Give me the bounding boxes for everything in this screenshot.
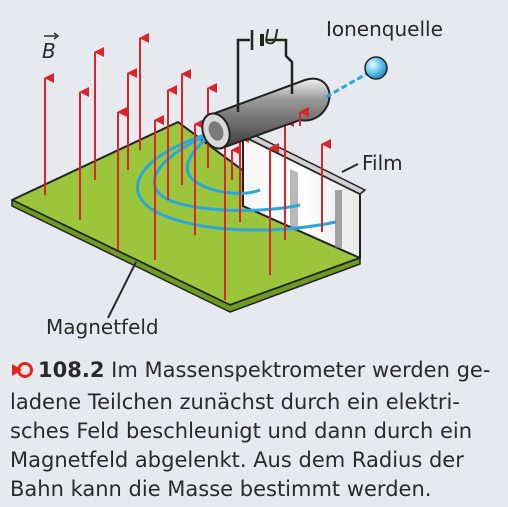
magnetfeld-leader-line	[107, 261, 137, 319]
figure-number: 108.2	[38, 358, 105, 382]
figure-caption: 108.2 Im Massenspektrometer werden ge- l…	[10, 356, 504, 504]
ion-source-label: Ionenquelle	[326, 17, 443, 41]
magnetic-field-lines-front	[231, 107, 309, 180]
caption-line-4: Magnetfeld abgelenkt. Aus dem Radius der	[10, 448, 464, 472]
magnetic-field-label: Magnetfeld	[46, 315, 159, 339]
voltage-label: U	[264, 25, 279, 49]
ion-source	[325, 56, 388, 99]
film-label: Film	[362, 151, 403, 175]
b-vector-label: B	[42, 32, 60, 63]
voltage-source	[236, 30, 294, 112]
caption-line-5: Bahn kann die Masse bestimmt werden.	[10, 477, 432, 501]
mass-spectrometer-diagram: B U Ionenquelle Film Magnetfeld	[11, 17, 443, 339]
caption-line-3: sches Feld beschleunigt und dann durch e…	[10, 419, 473, 443]
accelerator-tube	[201, 77, 331, 150]
b-vector-text: B	[42, 39, 56, 63]
film-leader-line	[341, 163, 359, 173]
caption-line-2: ladene Teilchen zunächst durch ein elekt…	[10, 390, 460, 414]
caption-line-1: Im Massenspektrometer werden ge-	[111, 358, 491, 382]
figure-reference-icon	[10, 359, 34, 388]
